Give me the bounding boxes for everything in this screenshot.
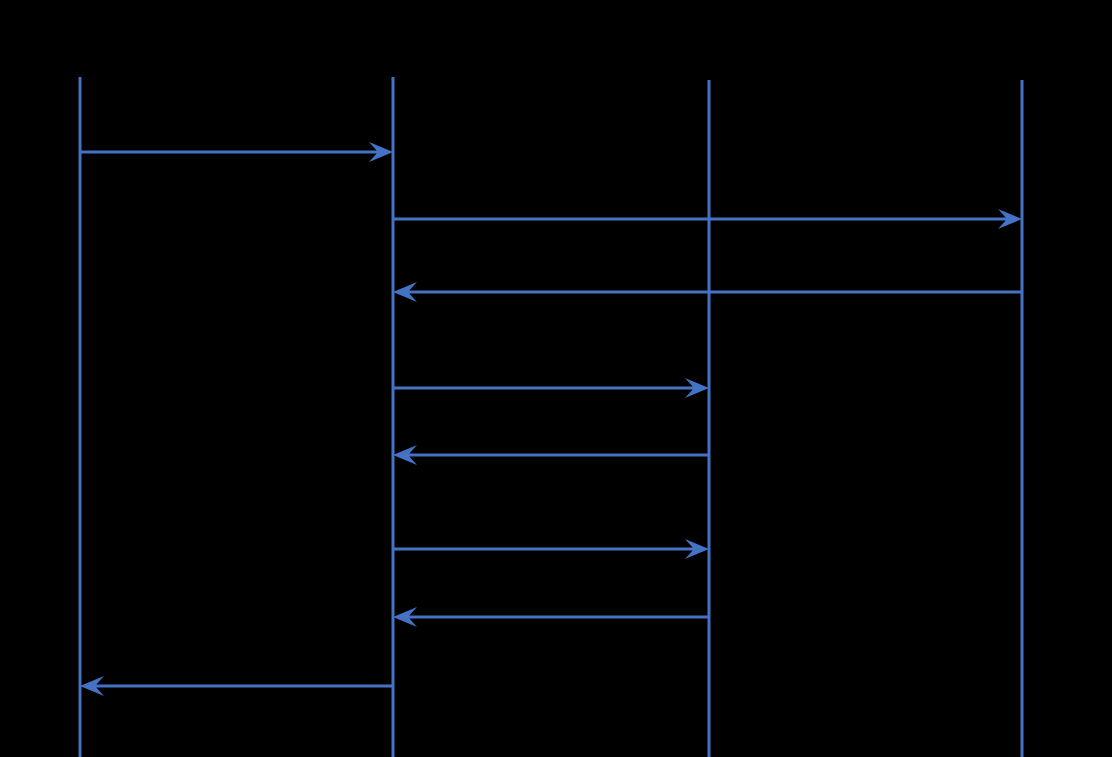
arrowhead-icon <box>393 607 417 627</box>
message-arrow-6-right <box>393 539 709 559</box>
message-arrow-2-right <box>393 209 1022 229</box>
message-arrow-8-left <box>80 676 393 696</box>
arrowhead-icon <box>685 378 709 398</box>
message-arrow-3-left <box>393 282 1022 302</box>
arrowhead-icon <box>393 445 417 465</box>
message-arrow-4-right <box>393 378 709 398</box>
arrowhead-icon <box>393 282 417 302</box>
message-arrow-5-left <box>393 445 709 465</box>
arrowhead-icon <box>998 209 1022 229</box>
message-arrow-1-right <box>80 142 393 162</box>
arrowhead-icon <box>80 676 104 696</box>
message-arrow-7-left <box>393 607 709 627</box>
arrowhead-icon <box>369 142 393 162</box>
arrowhead-icon <box>685 539 709 559</box>
